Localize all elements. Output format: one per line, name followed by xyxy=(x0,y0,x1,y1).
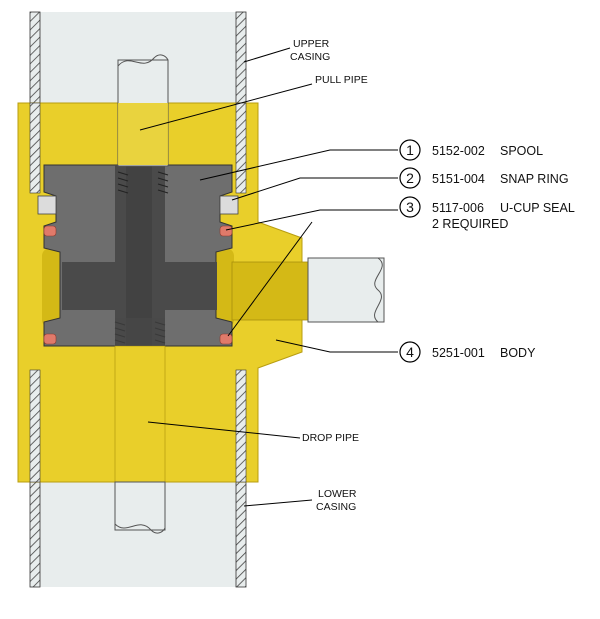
upper-casing-label-line2: CASING xyxy=(290,51,330,63)
drop-pipe xyxy=(114,318,166,534)
part-3-number: 3 xyxy=(406,199,414,215)
leader-lines xyxy=(139,47,398,507)
leader-pull-pipe xyxy=(139,83,313,131)
part-4-name: BODY xyxy=(500,346,536,360)
leader-snap-ring xyxy=(231,177,398,201)
part-1-code: 5152-002 xyxy=(432,144,485,158)
leader-body xyxy=(275,339,398,353)
leader-upper-casing xyxy=(243,47,291,63)
spool-bore-shade xyxy=(126,165,152,346)
part-2-name: SNAP RING xyxy=(500,172,569,186)
seal-lower-left xyxy=(43,333,57,345)
part-3-code: 5117-006 xyxy=(432,201,484,215)
drop-pipe-bore-top xyxy=(115,318,165,346)
drop-pipe-break-line xyxy=(114,523,166,534)
drop-pipe-in-body xyxy=(114,345,166,483)
seal-lower-right xyxy=(219,333,233,345)
callout-circle-3 xyxy=(399,196,421,218)
part-1-number: 1 xyxy=(406,142,414,158)
part-1-name: SPOOL xyxy=(500,144,543,158)
lower-casing-label-line1: LOWER xyxy=(318,488,357,500)
part-2-code: 5151-004 xyxy=(432,172,485,186)
leader-drop-pipe xyxy=(147,421,301,439)
casing-wall-in-body-ul xyxy=(29,102,41,194)
callout-circle-4 xyxy=(399,341,421,363)
snap-ring-left xyxy=(37,195,57,215)
part-4-number: 4 xyxy=(406,344,414,360)
body-right-recess xyxy=(214,248,234,328)
drop-pipe-body xyxy=(114,481,166,531)
pull-pipe-threads xyxy=(117,171,169,194)
casing-wall-in-body-lr xyxy=(235,369,247,483)
spool xyxy=(43,164,233,347)
outlet-pipe xyxy=(231,257,385,323)
body-left-recess xyxy=(42,248,62,328)
snap-ring-right xyxy=(219,195,239,215)
snap-rings xyxy=(37,195,239,215)
seal-upper-left xyxy=(43,225,57,237)
leader-seal-lower xyxy=(227,221,313,337)
callout-circle-1 xyxy=(399,139,421,161)
leader-lower-casing xyxy=(243,499,313,507)
upper-casing-label-line1: UPPER xyxy=(293,38,330,50)
part-4-code: 5251-001 xyxy=(432,346,485,360)
outlet-break-line xyxy=(374,257,383,323)
callout-circles xyxy=(399,139,421,363)
part-3-name: U-CUP SEAL xyxy=(500,201,575,215)
u-cup-seals xyxy=(43,225,233,345)
part-2-number: 2 xyxy=(406,170,414,186)
part-3-note: 2 REQUIRED xyxy=(432,217,508,231)
leader-spool xyxy=(199,149,398,181)
outlet-nipple xyxy=(231,261,311,321)
leader-seal-upper xyxy=(225,209,398,231)
seal-upper-right xyxy=(219,225,233,237)
drop-pipe-label: DROP PIPE xyxy=(302,432,359,444)
callout-circle-2 xyxy=(399,167,421,189)
pull-pipe xyxy=(117,54,169,194)
lower-casing-label-line2: CASING xyxy=(316,501,356,513)
outlet-pipe-body xyxy=(307,257,385,323)
pull-pipe-break-line xyxy=(117,54,169,67)
casing-wall-in-body-ur xyxy=(235,102,247,194)
pull-pipe-label: PULL PIPE xyxy=(315,74,368,86)
casing-wall-in-body-ll xyxy=(29,369,41,483)
pull-pipe-in-body xyxy=(118,103,168,165)
